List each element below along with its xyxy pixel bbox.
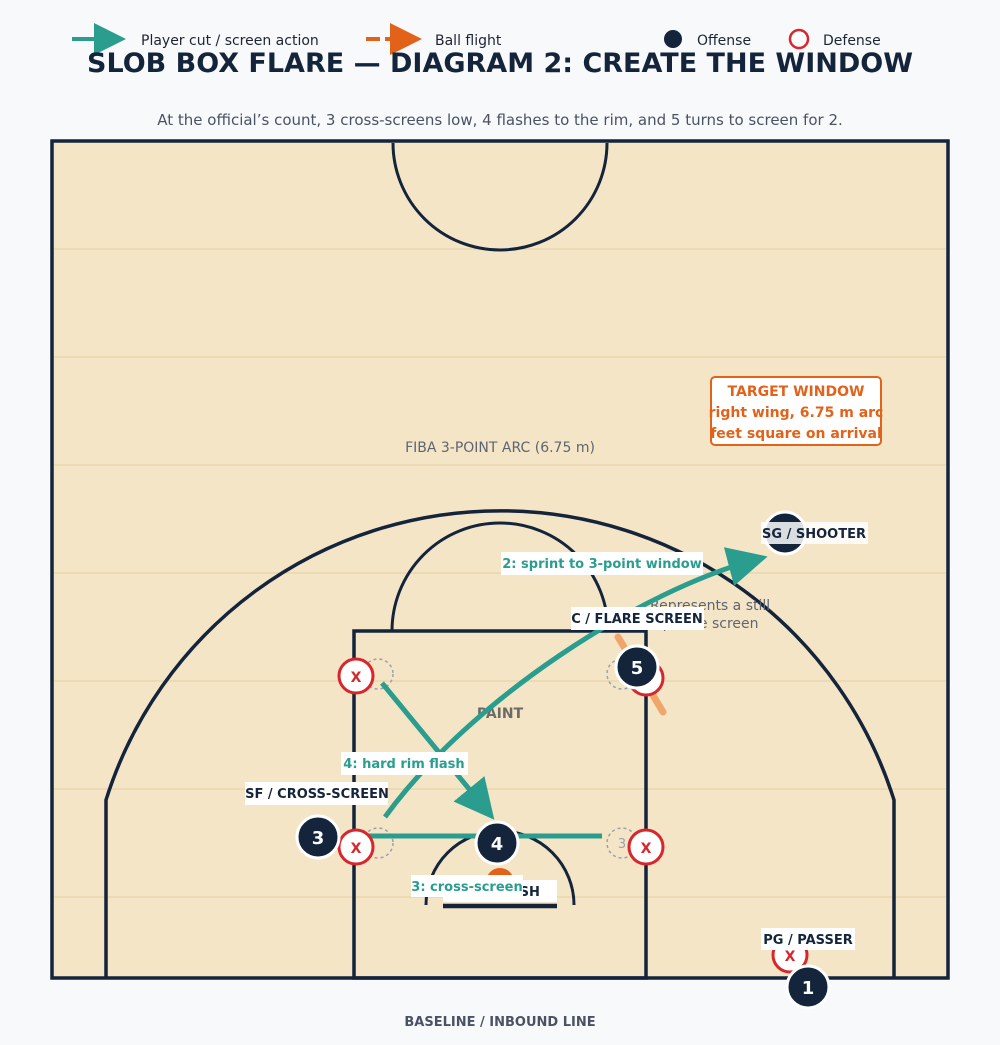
action-labels: 2: sprint to 3-point window 4: hard rim …: [341, 552, 703, 897]
legend-defense-icon: [788, 28, 810, 50]
defender-icon: [337, 828, 375, 866]
label-bg: [245, 782, 388, 805]
offense-player-5-number: 5: [631, 658, 644, 679]
offense-player-1-token: [785, 964, 831, 1010]
label-bg: [411, 875, 523, 897]
offense-player-4-number: 4: [491, 834, 504, 855]
callout-line-3: feet square on arrival: [710, 426, 882, 442]
cross-screen-action-label: 3: cross-screen: [411, 880, 522, 895]
offense-player-4-token: [474, 820, 520, 866]
arc-label: FIBA 3-POINT ARC (6.75 m): [405, 440, 595, 456]
player-labels: SF / CROSS-SCREEN PF / FLASH C / FLARE S…: [245, 522, 868, 950]
player-2-label: SG / SHOOTER: [762, 527, 866, 542]
target-window-callout: TARGET WINDOW right wing, 6.75 m arc fee…: [709, 376, 884, 446]
baseline-label: BASELINE / INBOUND LINE: [404, 1015, 595, 1030]
label-bg: [501, 552, 703, 575]
legend-defense-label: Defense: [823, 33, 881, 49]
defender-mark: X: [641, 841, 652, 857]
legend: Player cut / screen action Ball flight O…: [72, 23, 881, 55]
defender-icon: [627, 828, 665, 866]
defender-icon: [337, 657, 375, 695]
defender-mark: X: [351, 841, 362, 857]
label-bg: [761, 928, 855, 950]
sprint-action-label: 2: sprint to 3-point window: [502, 557, 701, 572]
rim-flash-path: [380, 681, 495, 820]
offense-player-1-number: 1: [802, 978, 815, 999]
legend-cut-label: Player cut / screen action: [141, 33, 319, 49]
defender-mark: X: [785, 949, 796, 965]
free-throw-circle: [390, 521, 610, 632]
legend-offense-label: Offense: [697, 33, 751, 49]
label-bg: [341, 752, 468, 775]
defender-mark: X: [351, 670, 362, 686]
legend-ball-label: Ball flight: [435, 33, 502, 49]
label-bg: [571, 607, 704, 630]
label-bg: [761, 522, 868, 544]
offense-player-3-token: [295, 814, 341, 860]
diagram-title: SLOB BOX FLARE — DIAGRAM 2: CREATE THE W…: [87, 48, 913, 79]
callout-title: TARGET WINDOW: [728, 384, 865, 400]
callout-line-2: right wing, 6.75 m arc: [709, 405, 884, 421]
offense-player-5-token: [614, 644, 660, 690]
ghost-marker-number: 3: [618, 837, 626, 852]
callout-box: [710, 376, 882, 446]
ghost-marker: [362, 658, 394, 690]
ghost-marker: [362, 827, 394, 859]
player-5-label: C / FLARE SCREEN: [571, 612, 703, 627]
legend-offense-icon: [664, 30, 682, 48]
player-3-label: SF / CROSS-SCREEN: [245, 787, 389, 802]
center-circle: [391, 142, 609, 252]
offense-player-3-number: 3: [312, 828, 325, 849]
player-1-label: PG / PASSER: [763, 933, 852, 948]
diagram-subtitle: At the official’s count, 3 cross-screens…: [157, 111, 843, 129]
three-point-line: [104, 509, 896, 978]
rim-flash-action-label: 4: hard rim flash: [343, 757, 464, 772]
